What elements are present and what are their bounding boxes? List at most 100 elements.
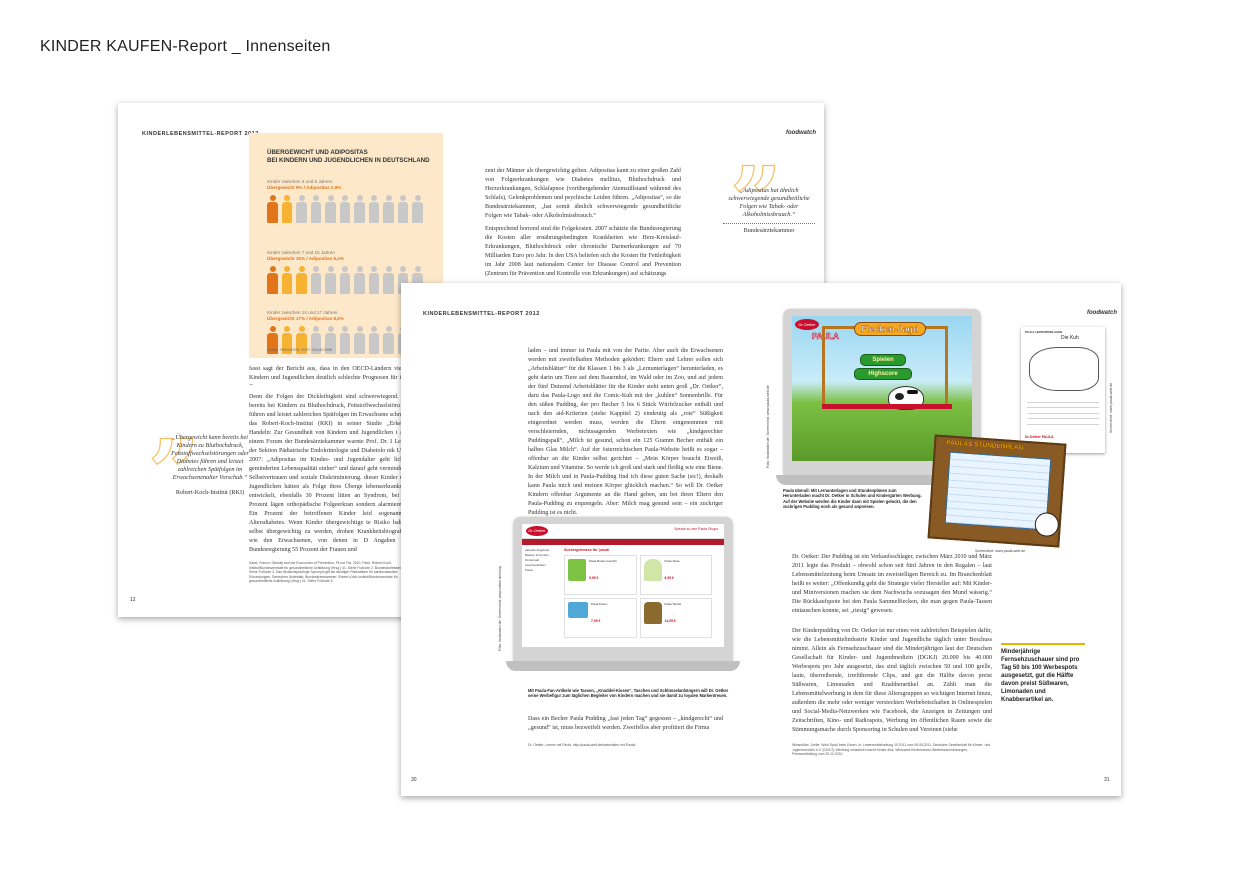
worksheet-credit: Screenshot: www.paula-welt.de: [1109, 382, 1113, 433]
shop-photo-credit: Foto: foodwatch.de; Screenshot: www.oetk…: [498, 566, 502, 651]
back-col1-top: fasst sagt der Bericht aus, dass in den …: [249, 366, 409, 385]
person-figure: [325, 266, 336, 294]
product-image: [568, 602, 588, 618]
person-figure: [383, 326, 394, 354]
sidebox-fact: Minderjährige Fernsehzuschauer sind pro …: [1001, 643, 1085, 704]
timetable-poster: PAULAS STUNDENPLAN: [927, 434, 1067, 548]
product-price: 6,95 €: [664, 576, 674, 580]
person-figure: [397, 195, 408, 223]
laptop-game-screenshot: Dr.Oetker PAULA Flecken-Jagd Spielen Hig…: [776, 309, 988, 485]
shop-banner: Spezial zu den Paula Shops: [674, 527, 718, 531]
back-footnotes: Sassi, Franco: Obesity and the Economics…: [249, 561, 407, 584]
laptop-shop-screenshot: Dr.Oetker Spezial zu den Paula Shops Akt…: [506, 517, 740, 671]
person-figure: [296, 266, 307, 294]
infographic-obesity: ÜBERGEWICHT UND ADIPOSITAS BEI KINDERN U…: [249, 133, 443, 358]
person-figure: [310, 195, 321, 223]
person-figure: [310, 266, 321, 294]
person-figure: [412, 195, 423, 223]
shop-screen: Dr.Oetker Spezial zu den Paula Shops Akt…: [522, 524, 724, 647]
game-footer-bar: [822, 404, 952, 409]
game-mascot-logo: PAULA: [812, 332, 840, 342]
product-name: Paula Tasse: [664, 559, 680, 563]
game-highscore-button[interactable]: Highscore: [854, 368, 912, 380]
shop-product-grid: Paula Muster-Geschirr 9,95 € Paula Tasse…: [564, 555, 712, 638]
shop-sidebar-item[interactable]: Aktuelle Angebote: [525, 548, 550, 552]
worksheet-title: Die Kuh: [1061, 335, 1079, 341]
game-title: Flecken-Jagd: [854, 322, 926, 336]
person-figure: [310, 326, 321, 354]
shop-sidebar: Aktuelle Angebote Backen & Kochen Kinder…: [525, 548, 559, 573]
quote-mark-left: ”: [147, 420, 200, 526]
game-screen: Dr.Oetker PAULA Flecken-Jagd Spielen Hig…: [792, 316, 972, 461]
shop-header: Dr.Oetker Spezial zu den Paula Shops: [522, 524, 724, 539]
front-footnote-left: Dr. Oetker: Lernen mit Paula, http://pau…: [528, 743, 636, 747]
person-figure: [339, 266, 350, 294]
person-figure: [383, 195, 394, 223]
person-figure: [281, 266, 292, 294]
shop-navbar: [522, 539, 724, 545]
person-figure: [339, 195, 350, 223]
product-image: [568, 559, 586, 581]
shop-product-card[interactable]: Paula Muster-Geschirr 9,95 €: [564, 555, 637, 595]
front-col-bottom: Dass ein Becher Paula Pudding „fast jede…: [528, 716, 723, 731]
shop-sidebar-item[interactable]: Geschenkideen: [525, 563, 546, 567]
shop-brand-logo: Dr.Oetker: [526, 526, 548, 536]
front-col-right-p2: Der Kinderpudding von Dr. Oetker ist nur…: [792, 628, 992, 733]
back-running-header: KINDERLEBENSMITTEL-REPORT 2012: [142, 131, 259, 137]
front-page-right-number: 31: [1104, 777, 1110, 783]
back-logo: foodwatch: [786, 130, 816, 136]
quote-mark-right: ”: [729, 147, 782, 253]
timetable-credit: Screenshot: www.paula-welt.de: [975, 549, 1026, 553]
quote-bundesaerztekammer: „Adipositas hat ähnlich schwerwiegende g…: [723, 187, 815, 235]
product-price: 9,95 €: [589, 576, 599, 580]
page-heading: KINDER KAUFEN-Report _ Innenseiten: [40, 38, 331, 55]
shop-caption: Mit Paula-Fan-Artikeln wie Tassen, „Knud…: [528, 688, 729, 699]
front-col-right-p1: Dr. Oetker: Der Pudding ist ein Verkaufs…: [792, 554, 992, 614]
shop-sidebar-item[interactable]: Kinderwelt: [525, 558, 540, 562]
back-col1: Denn die Folgen der Dickleibigkeit sind …: [249, 394, 409, 553]
front-logo: foodwatch: [1087, 310, 1117, 316]
game-play-button[interactable]: Spielen: [860, 354, 906, 366]
product-name: Paula Tasche: [664, 602, 682, 606]
person-figure: [368, 195, 379, 223]
quote-rki: „Übergewicht kann bereits bei Kindern zu…: [171, 434, 249, 496]
person-figure: [267, 195, 278, 223]
worksheet-cow: PAULA LERNUNTERLAGEN Die Kuh Dr.Oetker P…: [1021, 327, 1105, 453]
person-figure: [281, 195, 292, 223]
product-name: Paula Muster-Geschirr: [589, 559, 617, 563]
shop-product-card[interactable]: Paula Tasse 6,95 €: [639, 555, 712, 595]
person-figure: [296, 195, 307, 223]
front-page-left-number: 30: [411, 777, 417, 783]
shop-product-card[interactable]: Paula Tasche 14,95 €: [639, 598, 712, 638]
person-figure: [296, 326, 307, 354]
game-brand-logo: Dr.Oetker: [795, 319, 819, 330]
infographic-group-2: Kinder zwischen 7 und 10 Jahren Übergewi…: [267, 250, 344, 261]
shop-result-heading: Suchergebnisse für 'paula': [564, 548, 610, 552]
product-image: [643, 602, 662, 624]
infographic-title: ÜBERGEWICHT UND ADIPOSITAS BEI KINDERN U…: [267, 149, 430, 164]
person-figure: [354, 195, 365, 223]
person-figure: [368, 266, 379, 294]
front-footnote-right: Wiesmüller, Joëlle: Wohl Spaß beim Essen…: [792, 743, 991, 757]
product-name: Paula Kissen: [591, 602, 608, 606]
game-photo-credit: Foto: foodwatch.de; Screenshot: www.paul…: [766, 385, 770, 468]
shop-product-card[interactable]: Paula Kissen 7,95 €: [564, 598, 637, 638]
shop-sidebar-item[interactable]: Paula: [525, 568, 533, 572]
person-figure: [325, 326, 336, 354]
front-col-left: laden – und immer ist Paula mit von der …: [528, 348, 723, 516]
product-price: 7,95 €: [591, 619, 601, 623]
person-figure: [325, 195, 336, 223]
person-figure: [368, 326, 379, 354]
laptop-base: [506, 661, 740, 671]
back-col2: zent der Männer als übergewichtig gelten…: [485, 168, 681, 277]
shop-sidebar-item[interactable]: Backen & Kochen: [525, 553, 549, 557]
cow-drawing: [1029, 347, 1099, 391]
worksheet-lines: [1027, 397, 1099, 427]
product-price: 14,95 €: [664, 619, 676, 623]
person-figure: [267, 326, 278, 354]
front-spread: KINDERLEBENSMITTEL-REPORT 2012 foodwatch…: [401, 283, 1121, 796]
person-figure: [383, 266, 394, 294]
game-caption: Paula überall: Mit Lernunterlagen und St…: [783, 488, 922, 509]
person-figure: [267, 266, 278, 294]
cow-mascot-image: [1033, 511, 1060, 538]
